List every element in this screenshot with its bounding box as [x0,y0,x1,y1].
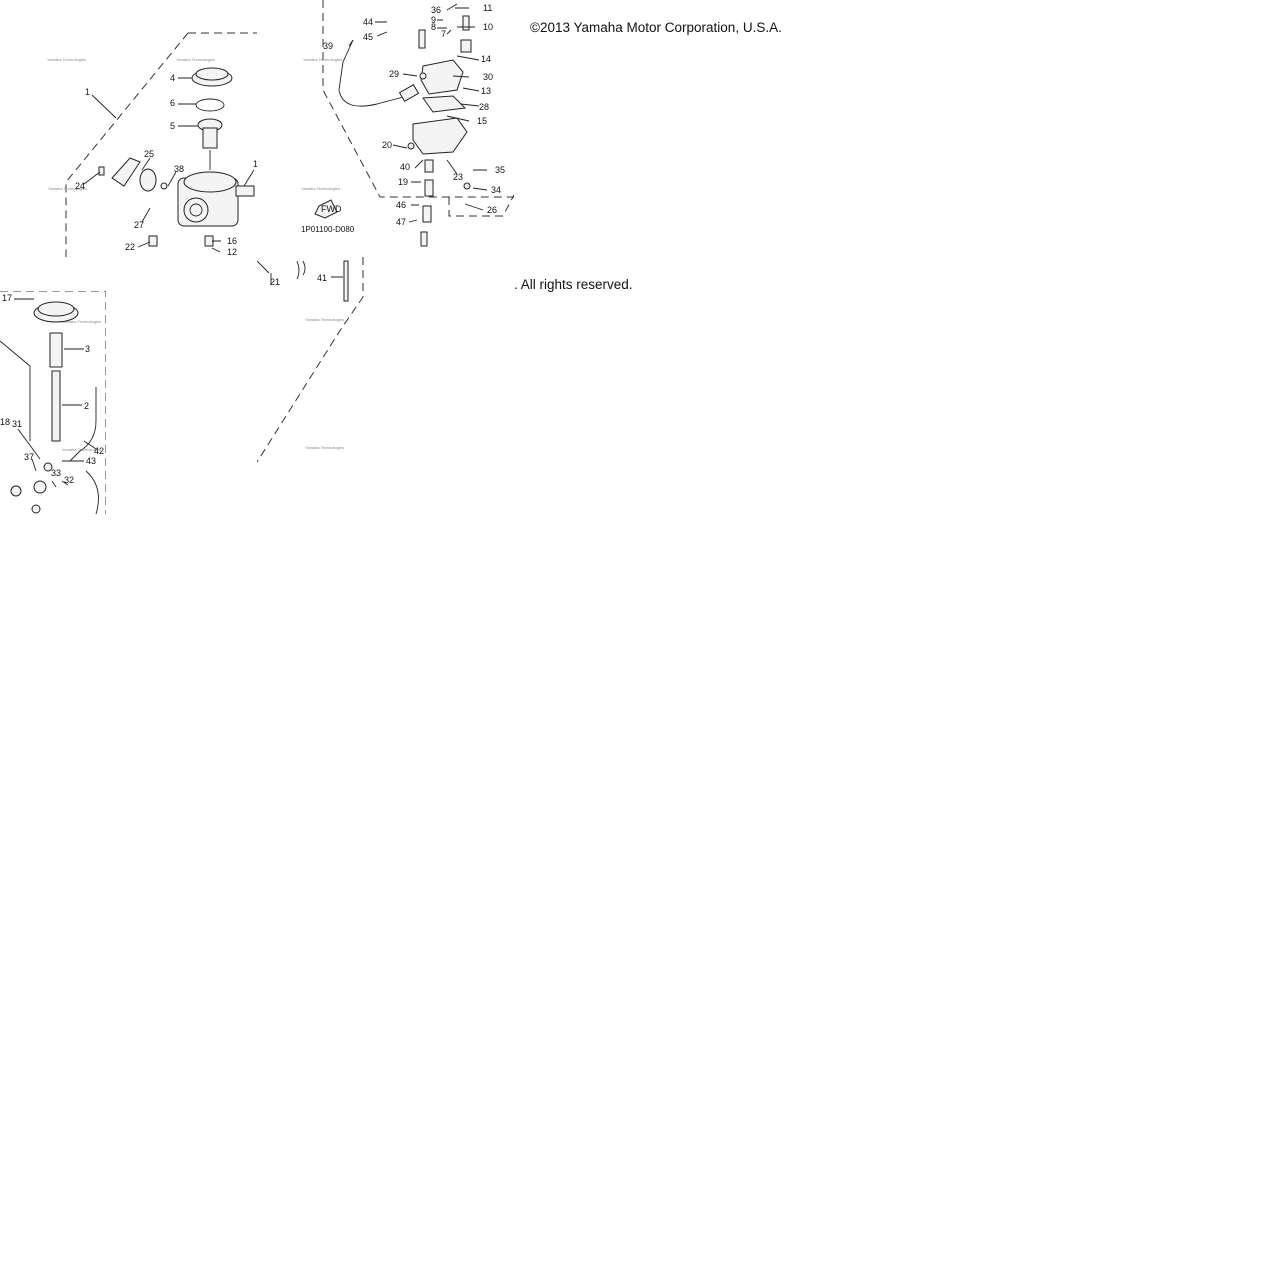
callout: 1 [85,87,90,97]
callout: 10 [483,22,493,32]
callout: 14 [481,54,491,64]
fwd-arrow-icon: FWD [314,199,342,219]
callout: 25 [144,149,154,159]
screw-part [10,485,22,497]
callout: 21 [270,277,280,287]
callout: 31 [12,419,22,429]
washer-part [463,182,471,190]
callout: 3 [85,344,90,354]
callout: 13 [481,86,491,96]
jet-part [460,39,472,53]
callout: 12 [227,247,237,257]
callout: 16 [227,236,237,246]
watermark: Yamaha Technologies [301,186,340,191]
washer-part [43,462,53,472]
bowl-gasket-part [422,95,467,113]
jet-part [420,231,428,247]
callout: 33 [51,468,61,478]
callout: 35 [495,165,505,175]
callout: 39 [323,41,333,51]
watermark: Yamaha Technologies [305,445,344,450]
carburetor-body-part [177,150,255,227]
callout: 38 [174,164,184,174]
top-cap-part [191,67,233,87]
jet-part [422,205,432,223]
callout: 47 [396,217,406,227]
rights-text: . All rights reserved. [514,277,633,292]
callout: 17 [2,293,12,303]
diagram-tile-linkage: Yamaha Technologies Yamaha Technologies … [257,257,514,514]
callout: 32 [64,475,74,485]
spring-part [49,332,63,368]
intake-plate-part [111,157,141,187]
watermark: Yamaha Technologies [47,57,86,62]
screw-part [98,166,105,176]
o-ring-part [195,98,225,112]
callout: 23 [453,172,463,182]
callout: 45 [363,32,373,42]
callout: 29 [389,69,399,79]
diagram-tile-diaphragm-assembly: Yamaha Technologies Yamaha Technologies … [0,291,106,514]
callout: 8 [431,22,436,32]
watermark: Yamaha Technologies [48,186,87,191]
callout: 30 [483,72,493,82]
diaphragm-cover-part [33,301,79,323]
watermark: Yamaha Technologies [62,319,101,324]
diagram-tile-carburetor-body: Yamaha Technologies Yamaha Technologies … [0,0,257,257]
watermark: Yamaha Technologies [305,317,344,322]
callout: 7 [441,29,446,39]
watermark: Yamaha Technologies [303,57,342,62]
throttle-cable-part [338,39,408,107]
callout: 34 [491,185,501,195]
callout: 22 [125,242,135,252]
callout: 4 [170,73,175,83]
svg-text:FWD: FWD [321,204,342,214]
fitting-part [148,235,158,247]
callout: 11 [483,3,492,13]
callout: 36 [431,5,441,15]
callout: 27 [134,220,144,230]
callout: 37 [24,452,34,462]
callout: 40 [400,162,410,172]
callout: 41 [317,273,327,283]
cable-fitting-part [398,83,420,103]
callout: 18 [0,417,10,427]
screw-part [419,72,427,80]
callout: 24 [75,181,85,191]
jet-part [424,179,434,197]
float-bowl-part [412,117,468,155]
callout: 46 [396,200,406,210]
needle-part [51,370,61,442]
screw-part [31,504,41,514]
rod-part [343,260,349,302]
screw-part [407,142,415,150]
callout: 5 [170,121,175,131]
slide-part [197,118,223,149]
callout: 15 [477,116,487,126]
callout: 20 [382,140,392,150]
copyright-text: ©2013 Yamaha Motor Corporation, U.S.A. [530,20,782,35]
jet-part [424,159,434,173]
callout: 9 [431,15,436,25]
callout: 19 [398,177,408,187]
figure-code: 1P01100-D080 [301,225,355,234]
screw-part [33,480,47,494]
washer-part [160,182,168,190]
diagram-tile-float-bowl: Yamaha Technologies Yamaha Technologies … [257,0,514,257]
float-part [420,59,464,95]
callout: 6 [170,98,175,108]
spring-part [418,29,426,49]
hose-part [69,387,99,514]
fitting-part [204,235,214,247]
callout: 2 [84,401,89,411]
callout: 44 [363,17,373,27]
callout: 43 [86,456,96,466]
jet-part [462,15,470,31]
callout: 26 [487,205,497,215]
callout: 42 [94,446,104,456]
gasket-part [139,168,157,192]
callout: 1 [253,159,257,169]
callout: 28 [479,102,489,112]
watermark: Yamaha Technologies [176,57,215,62]
